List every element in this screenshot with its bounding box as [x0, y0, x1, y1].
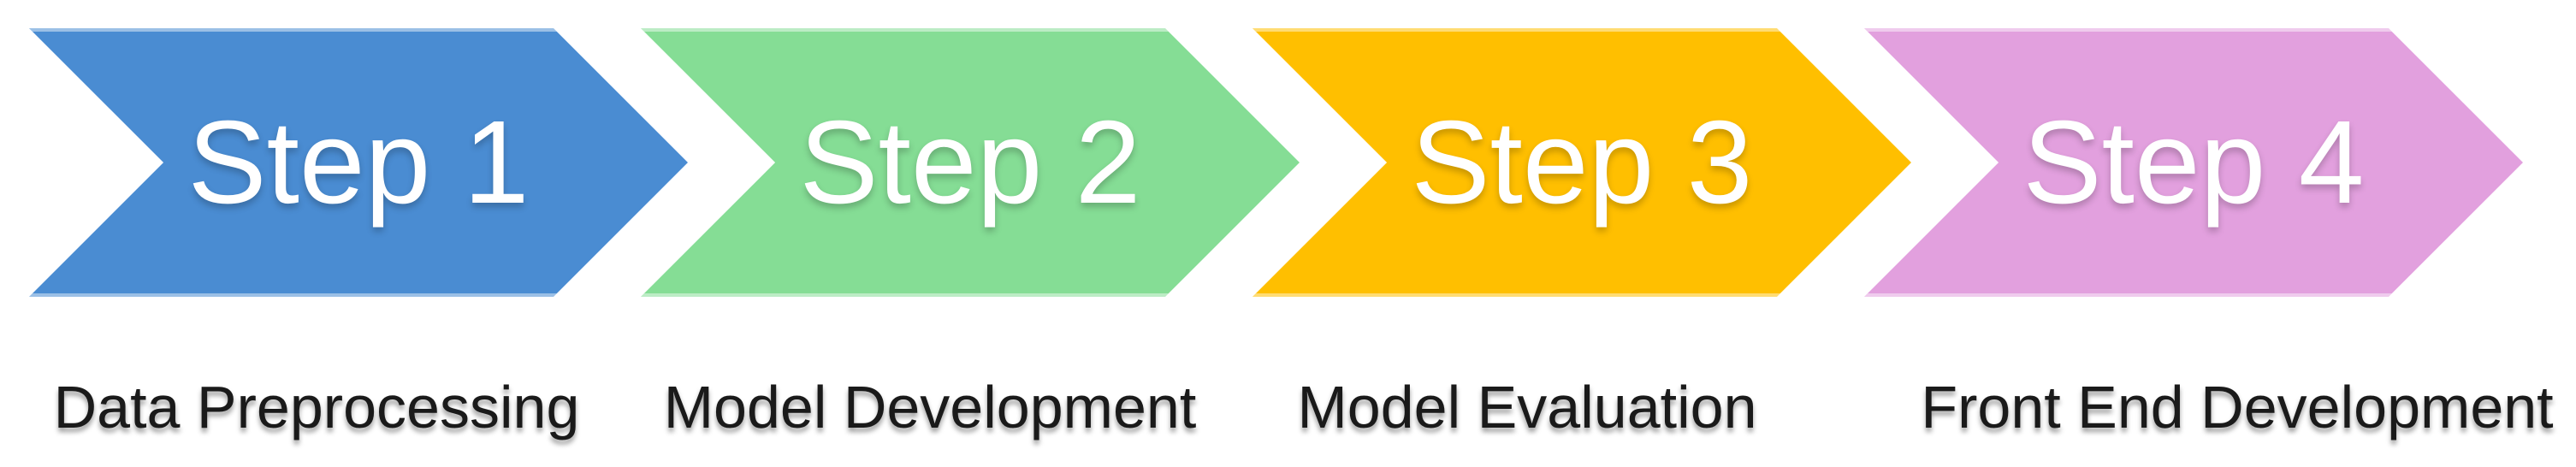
step-3-description: Model Evaluation — [1297, 374, 1757, 440]
step-1-label: Step 1 — [187, 97, 530, 228]
chevron-step-4: Step 4 — [1864, 28, 2523, 297]
step-2-label: Step 2 — [799, 97, 1141, 228]
chevron-step-2: Step 2 — [641, 28, 1300, 297]
step-2-description: Model Development — [663, 374, 1197, 440]
step-3-label: Step 3 — [1411, 97, 1753, 228]
step-1-description: Data Preprocessing — [53, 374, 580, 440]
step-4-label: Step 4 — [2022, 97, 2365, 228]
chevron-step-3: Step 3 — [1252, 28, 1911, 297]
step-4-description: Front End Development — [1921, 374, 2554, 440]
chevron-step-1: Step 1 — [29, 28, 688, 297]
